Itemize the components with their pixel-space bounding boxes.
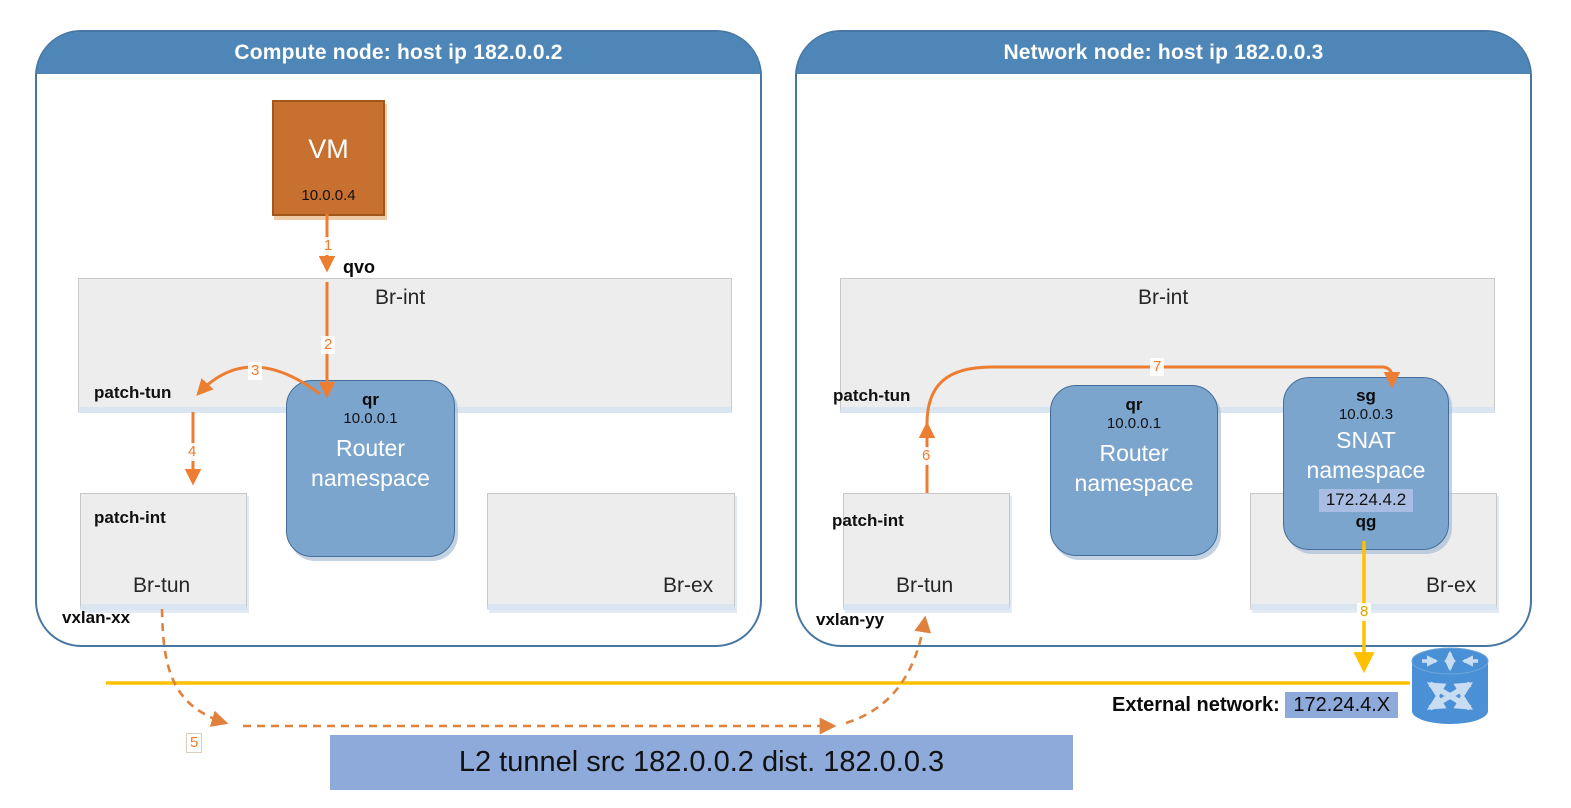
step-5-label: 5 xyxy=(186,733,203,753)
network-qr-port-label: qr xyxy=(1125,395,1143,414)
l2-tunnel-label: L2 tunnel src 182.0.0.2 dist. 182.0.0.3 xyxy=(330,735,1073,790)
qvo-port-label: qvo xyxy=(343,257,376,277)
sg-port-label: sg xyxy=(1356,386,1376,405)
compute-br-int-label: Br-int xyxy=(375,286,426,309)
compute-br-tun-box xyxy=(80,493,247,610)
network-router-namespace: qr 10.0.0.1 Router namespace xyxy=(1050,385,1218,556)
compute-router-ns-line2: namespace xyxy=(311,465,430,492)
compute-br-tun-label: Br-tun xyxy=(133,574,191,597)
vm-label: VM xyxy=(308,134,349,164)
snat-ns-line2: namespace xyxy=(1306,457,1426,484)
network-vxlan-label: vxlan-yy xyxy=(816,610,885,629)
step-4-label: 4 xyxy=(185,443,200,461)
compute-router-namespace: qr 10.0.0.1 Router namespace xyxy=(286,380,455,557)
compute-vxlan-label: vxlan-xx xyxy=(62,608,131,627)
external-network-value: 172.24.4.X xyxy=(1285,692,1399,718)
network-router-ns-line1: Router xyxy=(1099,440,1169,467)
network-qr-ip: 10.0.0.1 xyxy=(1106,414,1162,432)
compute-qr-ip: 10.0.0.1 xyxy=(343,409,398,427)
external-network-label: External network: xyxy=(1112,694,1280,716)
network-br-tun-label: Br-tun xyxy=(896,574,954,597)
external-network-caption: External network: 172.24.4.X xyxy=(1112,692,1399,718)
step-2-label: 2 xyxy=(321,336,336,354)
step-1-label: 1 xyxy=(321,237,336,255)
vm-ip: 10.0.0.4 xyxy=(301,187,356,204)
snat-namespace: sg 10.0.0.3 SNAT namespace 172.24.4.2 qg xyxy=(1283,377,1449,550)
compute-node-title: Compute node: host ip 182.0.0.2 xyxy=(37,32,760,74)
compute-br-ex-label: Br-ex xyxy=(663,574,714,597)
step-7-label: 7 xyxy=(1150,358,1165,376)
compute-qr-port-label: qr xyxy=(362,390,379,409)
step-8-label: 8 xyxy=(1357,603,1372,621)
network-br-ex-label: Br-ex xyxy=(1426,574,1477,597)
compute-patch-int-label: patch-int xyxy=(94,508,166,527)
network-patch-int-label: patch-int xyxy=(832,511,904,530)
step-3-label: 3 xyxy=(248,362,263,380)
router-icon xyxy=(1411,647,1489,724)
network-br-tun-box xyxy=(843,493,1010,610)
snat-external-ip: 172.24.4.2 xyxy=(1318,489,1414,513)
network-patch-tun-label: patch-tun xyxy=(833,386,911,405)
step-6-label: 6 xyxy=(919,447,934,465)
network-br-int-label: Br-int xyxy=(1138,286,1189,309)
compute-router-ns-line1: Router xyxy=(335,435,406,462)
compute-patch-tun-label: patch-tun xyxy=(94,383,172,402)
compute-br-ex-box xyxy=(487,493,735,610)
network-router-ns-line2: namespace xyxy=(1074,470,1194,497)
vm-box: VM 10.0.0.4 xyxy=(272,100,385,216)
snat-ns-line1: SNAT xyxy=(1336,427,1396,454)
sg-ip: 10.0.0.3 xyxy=(1338,405,1394,423)
qg-port-label: qg xyxy=(1355,512,1377,532)
network-node-title: Network node: host ip 182.0.0.3 xyxy=(797,32,1530,74)
